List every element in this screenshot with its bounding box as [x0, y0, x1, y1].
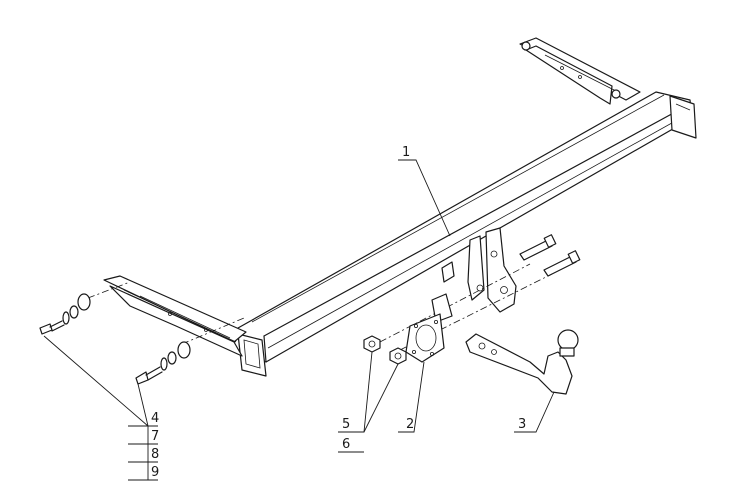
- callout-7: 7: [151, 429, 160, 444]
- left-side-bracket: [103, 275, 247, 357]
- upper-left-bolt-set: [39, 293, 91, 335]
- right-side-bracket: [519, 37, 641, 105]
- nut-and-washer: [363, 335, 407, 365]
- mounting-plate: [405, 293, 453, 363]
- callout-5: 5: [342, 417, 351, 432]
- callout-8: 8: [151, 447, 160, 462]
- callout-1: 1: [402, 145, 411, 160]
- tow-ball: [465, 329, 579, 395]
- lower-left-bolt-set: [135, 341, 191, 385]
- callout-3: 3: [518, 417, 527, 432]
- center-bracket: [467, 227, 517, 313]
- callout-4: 4: [151, 411, 160, 426]
- leader-lines: [43, 159, 555, 481]
- callout-2: 2: [406, 417, 415, 432]
- crossbar: [237, 91, 697, 377]
- callout-9: 9: [151, 465, 160, 480]
- bracket-bolts: [519, 234, 581, 277]
- callout-6: 6: [342, 437, 351, 452]
